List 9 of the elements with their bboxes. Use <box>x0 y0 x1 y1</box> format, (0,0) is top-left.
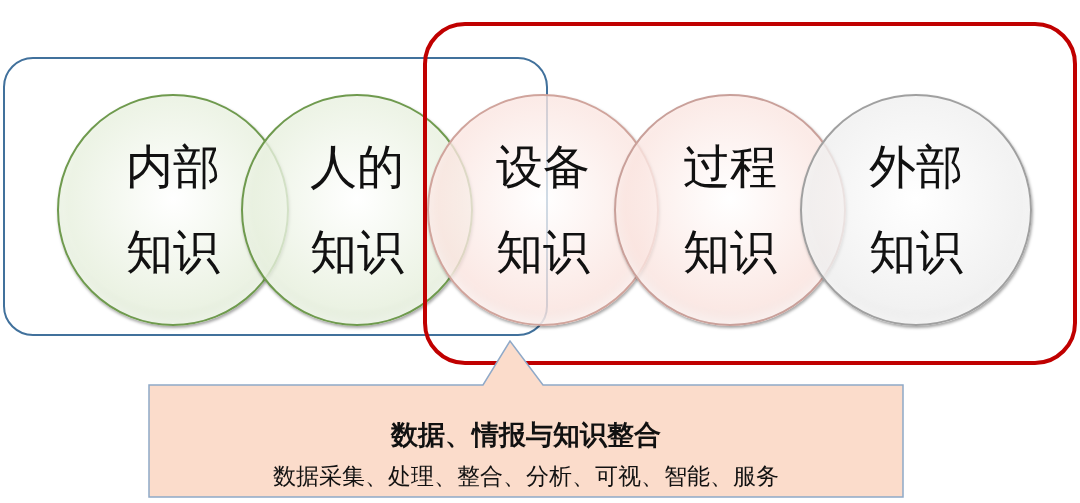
callout-text: 数据采集、处理、整合、分析、可视、智能、服务 <box>273 462 779 491</box>
circle-label: 外部知识 <box>869 138 963 281</box>
callout-title: 数据、情报与知识整合 <box>391 418 661 452</box>
circle-label: 设备知识 <box>496 138 590 281</box>
circle-label: 人的知识 <box>309 137 404 281</box>
circle-label: 过程知识 <box>683 138 777 281</box>
callout-box <box>148 340 904 498</box>
group-frame <box>423 22 1077 365</box>
circle-label: 内部知识 <box>125 137 220 281</box>
